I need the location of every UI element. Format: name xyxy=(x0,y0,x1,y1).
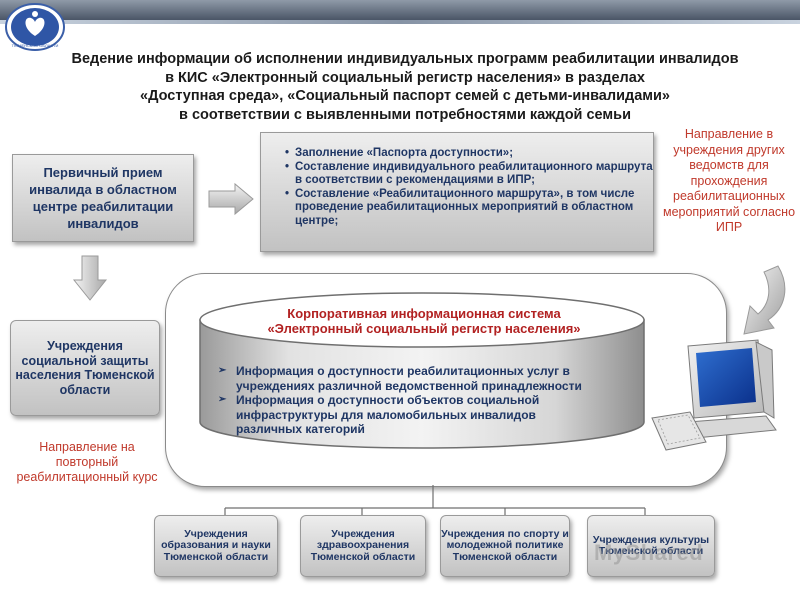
system-info-line: Информация о доступности реабилитационны… xyxy=(236,364,570,378)
primary-reception-box: Первичный прием инвалида в областном цен… xyxy=(12,154,194,242)
task-item: Составление «Реабилитационного маршрута»… xyxy=(285,188,653,229)
watermark: MyShared xyxy=(594,540,704,565)
logo-caption: ТЮМЕНСКОЙ ОБЛАСТИ xyxy=(12,43,59,48)
system-info-item: ➢ Информация о доступности реабилитацион… xyxy=(218,364,644,393)
institution-box-culture: Учреждения культуры Тюменской области xyxy=(587,515,715,577)
title-line: в КИС «Электронный социальный регистр на… xyxy=(165,69,645,86)
arrow-right-icon xyxy=(208,182,254,216)
referral-note: Направление в учреждения других ведомств… xyxy=(662,127,796,234)
institution-label: Учреждения образования и науки Тюменской… xyxy=(161,527,271,563)
institution-label: Учреждения по спорту и молодежной полити… xyxy=(441,527,569,563)
top-bar-stripe xyxy=(0,20,800,24)
arrow-bullet-icon: ➢ xyxy=(218,365,227,376)
system-info-line: Информация о доступности объектов социал… xyxy=(236,393,540,407)
title-line: Ведение информации об исполнении индивид… xyxy=(71,51,739,67)
system-info-list: ➢ Информация о доступности реабилитацион… xyxy=(218,364,644,437)
institution-box-health: Учреждения здравоохранения Тюменской обл… xyxy=(300,515,426,577)
system-info-line: различных категорий xyxy=(236,422,365,436)
task-item: Составление индивидуального реабилитацио… xyxy=(285,161,653,188)
computer-icon xyxy=(651,339,777,451)
curved-arrow-icon xyxy=(743,265,786,335)
task-item: Заполнение «Паспорта доступности»; xyxy=(285,147,653,161)
tasks-list: Заполнение «Паспорта доступности»; Соста… xyxy=(277,147,653,228)
top-bar xyxy=(0,0,800,20)
logo-icon: ТЮМЕНСКОЙ ОБЛАСТИ xyxy=(5,3,65,51)
institution-box-education: Учреждения образования и науки Тюменской… xyxy=(154,515,278,577)
system-info-item: ➢ Информация о доступности объектов соци… xyxy=(218,393,644,437)
institution-label: Учреждения здравоохранения Тюменской обл… xyxy=(310,527,416,563)
social-protection-box: Учреждения социальной защиты населения Т… xyxy=(10,320,160,416)
arrow-down-icon xyxy=(72,255,108,301)
tasks-box: Заполнение «Паспорта доступности»; Соста… xyxy=(260,132,654,252)
title-line: в соответствии с выявленными потребностя… xyxy=(179,106,631,123)
primary-reception-label: Первичный прием инвалида в областном цен… xyxy=(29,165,177,231)
system-info-line: учреждениях различной ведомственной прин… xyxy=(236,378,582,393)
repeat-course-note: Направление на повторный реабилитационны… xyxy=(16,440,158,484)
title-line: «Доступная среда», «Социальный паспорт с… xyxy=(140,88,670,104)
system-title: Корпоративная информационная система «Эл… xyxy=(267,306,581,336)
database-cylinder xyxy=(199,292,645,449)
institution-label: Учреждения культуры Тюменской области xyxy=(592,533,710,557)
institution-box-sport: Учреждения по спорту и молодежной полити… xyxy=(440,515,570,577)
page-title: Ведение информации об исполнении индивид… xyxy=(60,50,750,124)
arrow-bullet-icon: ➢ xyxy=(218,394,227,405)
system-info-line: инфраструктуры для маломобильных инвалид… xyxy=(236,407,536,422)
social-protection-label: Учреждения социальной защиты населения Т… xyxy=(15,339,155,397)
